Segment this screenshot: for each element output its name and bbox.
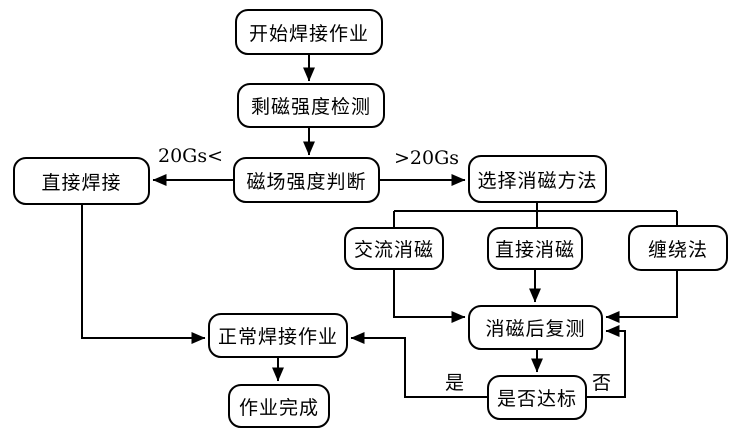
- node-residual-detect: 剩磁强度检测: [237, 83, 385, 128]
- node-check-standard: 是否达标: [487, 375, 587, 420]
- node-normal-weld: 正常焊接作业: [208, 313, 348, 358]
- edge-directweld-normal: [81, 205, 206, 344]
- edge-label-no: 否: [592, 372, 612, 394]
- edge-label-below-threshold: 20Gs<: [158, 145, 224, 167]
- edge-check-yes-normal: [350, 332, 487, 398]
- node-direct-weld: 直接焊接: [13, 157, 150, 205]
- node-ac-demag: 交流消磁: [344, 227, 444, 270]
- node-start: 开始焊接作业: [235, 9, 383, 55]
- node-job-done: 作业完成: [228, 384, 330, 428]
- node-retest: 消磁后复测: [468, 305, 603, 350]
- edge-winding-retest: [605, 270, 678, 323]
- node-field-judge: 磁场强度判断: [233, 157, 380, 203]
- edge-label-above-threshold: >20Gs: [394, 147, 460, 169]
- edge-check-no-retest: [587, 325, 626, 398]
- node-choose-method: 选择消磁方法: [468, 155, 607, 203]
- edge-label-yes: 是: [445, 372, 465, 394]
- edge-choose-branches: [393, 203, 678, 227]
- node-winding-method: 缠绕法: [628, 225, 728, 271]
- node-direct-demag: 直接消磁: [487, 227, 583, 270]
- edge-ac-retest: [393, 270, 466, 323]
